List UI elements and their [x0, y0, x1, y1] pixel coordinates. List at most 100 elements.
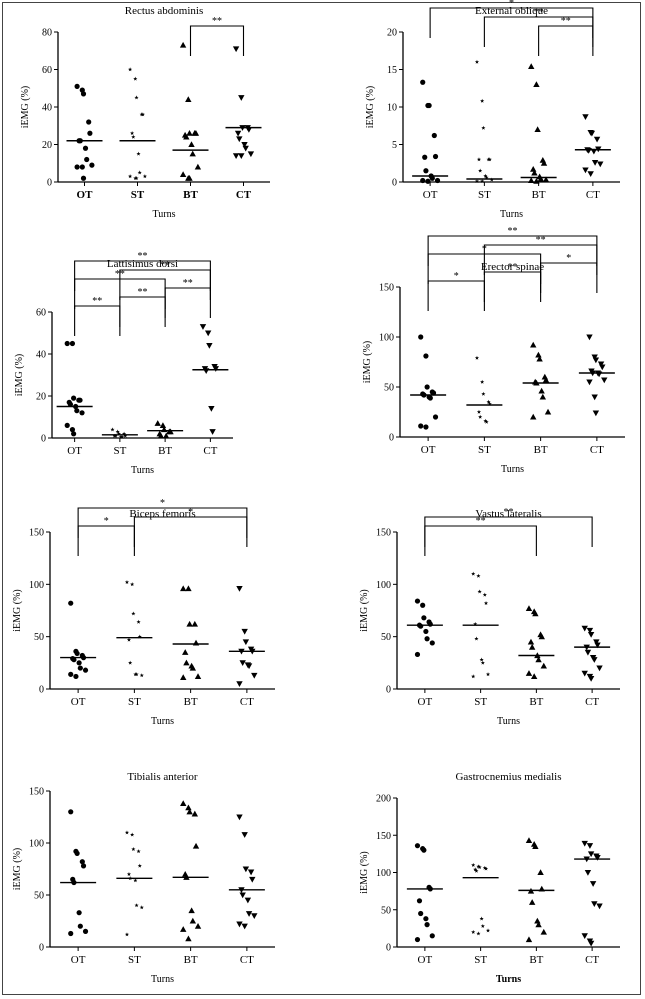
data-point	[420, 602, 426, 608]
data-point	[131, 611, 136, 616]
x-tick-label: ST	[113, 445, 126, 457]
data-point	[581, 670, 588, 677]
y-tick-label: 150	[29, 787, 44, 798]
significance-label: **	[92, 296, 102, 307]
data-point	[74, 164, 80, 170]
data-point	[189, 664, 197, 671]
data-point	[238, 95, 245, 101]
data-point	[584, 649, 592, 656]
data-point	[542, 176, 550, 183]
data-point	[597, 361, 605, 368]
data-point	[137, 634, 142, 639]
x-tick-label: BT	[158, 445, 172, 457]
x-tick-label: ST	[478, 444, 491, 456]
data-point	[134, 176, 139, 181]
data-point	[186, 620, 193, 627]
data-point	[434, 177, 441, 184]
data-point	[525, 936, 533, 943]
significance-bracket	[427, 235, 598, 266]
y-tick-label: 150	[376, 831, 391, 842]
data-point	[427, 621, 433, 627]
data-point	[73, 673, 79, 680]
data-point	[474, 179, 480, 184]
x-tick-label: CT	[585, 954, 599, 966]
y-tick-label: 60	[36, 308, 46, 319]
data-point	[594, 642, 601, 649]
data-point	[423, 168, 429, 174]
data-point	[212, 366, 219, 372]
data-point	[76, 660, 82, 666]
data-point	[476, 409, 482, 414]
significance-bracket	[74, 305, 121, 336]
data-point	[186, 175, 193, 181]
x-tick-label: OT	[418, 696, 433, 708]
data-point	[185, 804, 192, 811]
data-point	[249, 876, 256, 883]
data-point	[139, 905, 144, 910]
data-point	[232, 46, 240, 53]
x-tick-label: BT	[184, 696, 198, 708]
data-point	[185, 96, 192, 103]
y-tick-label: 100	[29, 839, 44, 850]
y-axis-label: iEMG (%)	[12, 589, 23, 632]
y-tick-label: 5	[392, 140, 397, 151]
data-point	[134, 95, 139, 100]
data-point	[186, 130, 193, 136]
y-axis-label: iEMG (%)	[359, 589, 370, 632]
data-point	[473, 621, 478, 626]
data-point	[245, 126, 253, 133]
y-tick-label: 50	[381, 905, 391, 916]
data-point	[244, 897, 252, 904]
data-point	[423, 424, 429, 430]
data-point	[420, 177, 426, 184]
x-tick-label: ST	[131, 189, 145, 201]
data-point	[471, 674, 476, 679]
data-point	[71, 657, 77, 663]
data-point	[236, 136, 243, 143]
significance-label: *	[188, 507, 193, 518]
data-point	[64, 340, 70, 347]
x-tick-label: BT	[529, 696, 543, 708]
data-point	[180, 800, 187, 807]
data-point	[68, 600, 74, 606]
x-tick-label: OT	[77, 189, 94, 201]
data-point	[199, 324, 207, 330]
significance-label: **	[183, 278, 193, 289]
data-point	[179, 171, 187, 178]
data-point	[471, 862, 476, 867]
data-point	[68, 671, 74, 677]
y-tick-label: 50	[34, 891, 44, 902]
data-point	[540, 928, 547, 935]
data-point	[241, 832, 248, 838]
data-point	[242, 145, 249, 152]
data-point	[478, 414, 483, 419]
chart-title: Tibialis anterior	[127, 771, 198, 783]
y-axis-label: iEMG (%)	[362, 341, 373, 384]
data-point	[124, 932, 130, 937]
data-point	[124, 580, 130, 585]
data-point	[115, 429, 120, 434]
data-point	[425, 178, 431, 184]
data-point	[421, 847, 427, 853]
data-point	[136, 151, 141, 156]
y-tick-label: 0	[41, 434, 46, 445]
significance-label: **	[138, 251, 148, 262]
significance-bracket	[74, 260, 211, 291]
data-point	[157, 432, 165, 439]
data-point	[476, 157, 482, 162]
data-point	[592, 410, 600, 417]
data-point	[534, 917, 541, 924]
data-point	[483, 418, 488, 423]
data-point	[471, 929, 476, 934]
data-point	[483, 173, 488, 178]
data-point	[589, 881, 597, 887]
x-axis-label: Turns	[497, 716, 520, 727]
data-point	[123, 433, 128, 438]
x-tick-label: OT	[71, 696, 86, 708]
significance-bracket	[133, 516, 248, 547]
data-point	[420, 79, 426, 85]
data-point	[131, 134, 136, 139]
